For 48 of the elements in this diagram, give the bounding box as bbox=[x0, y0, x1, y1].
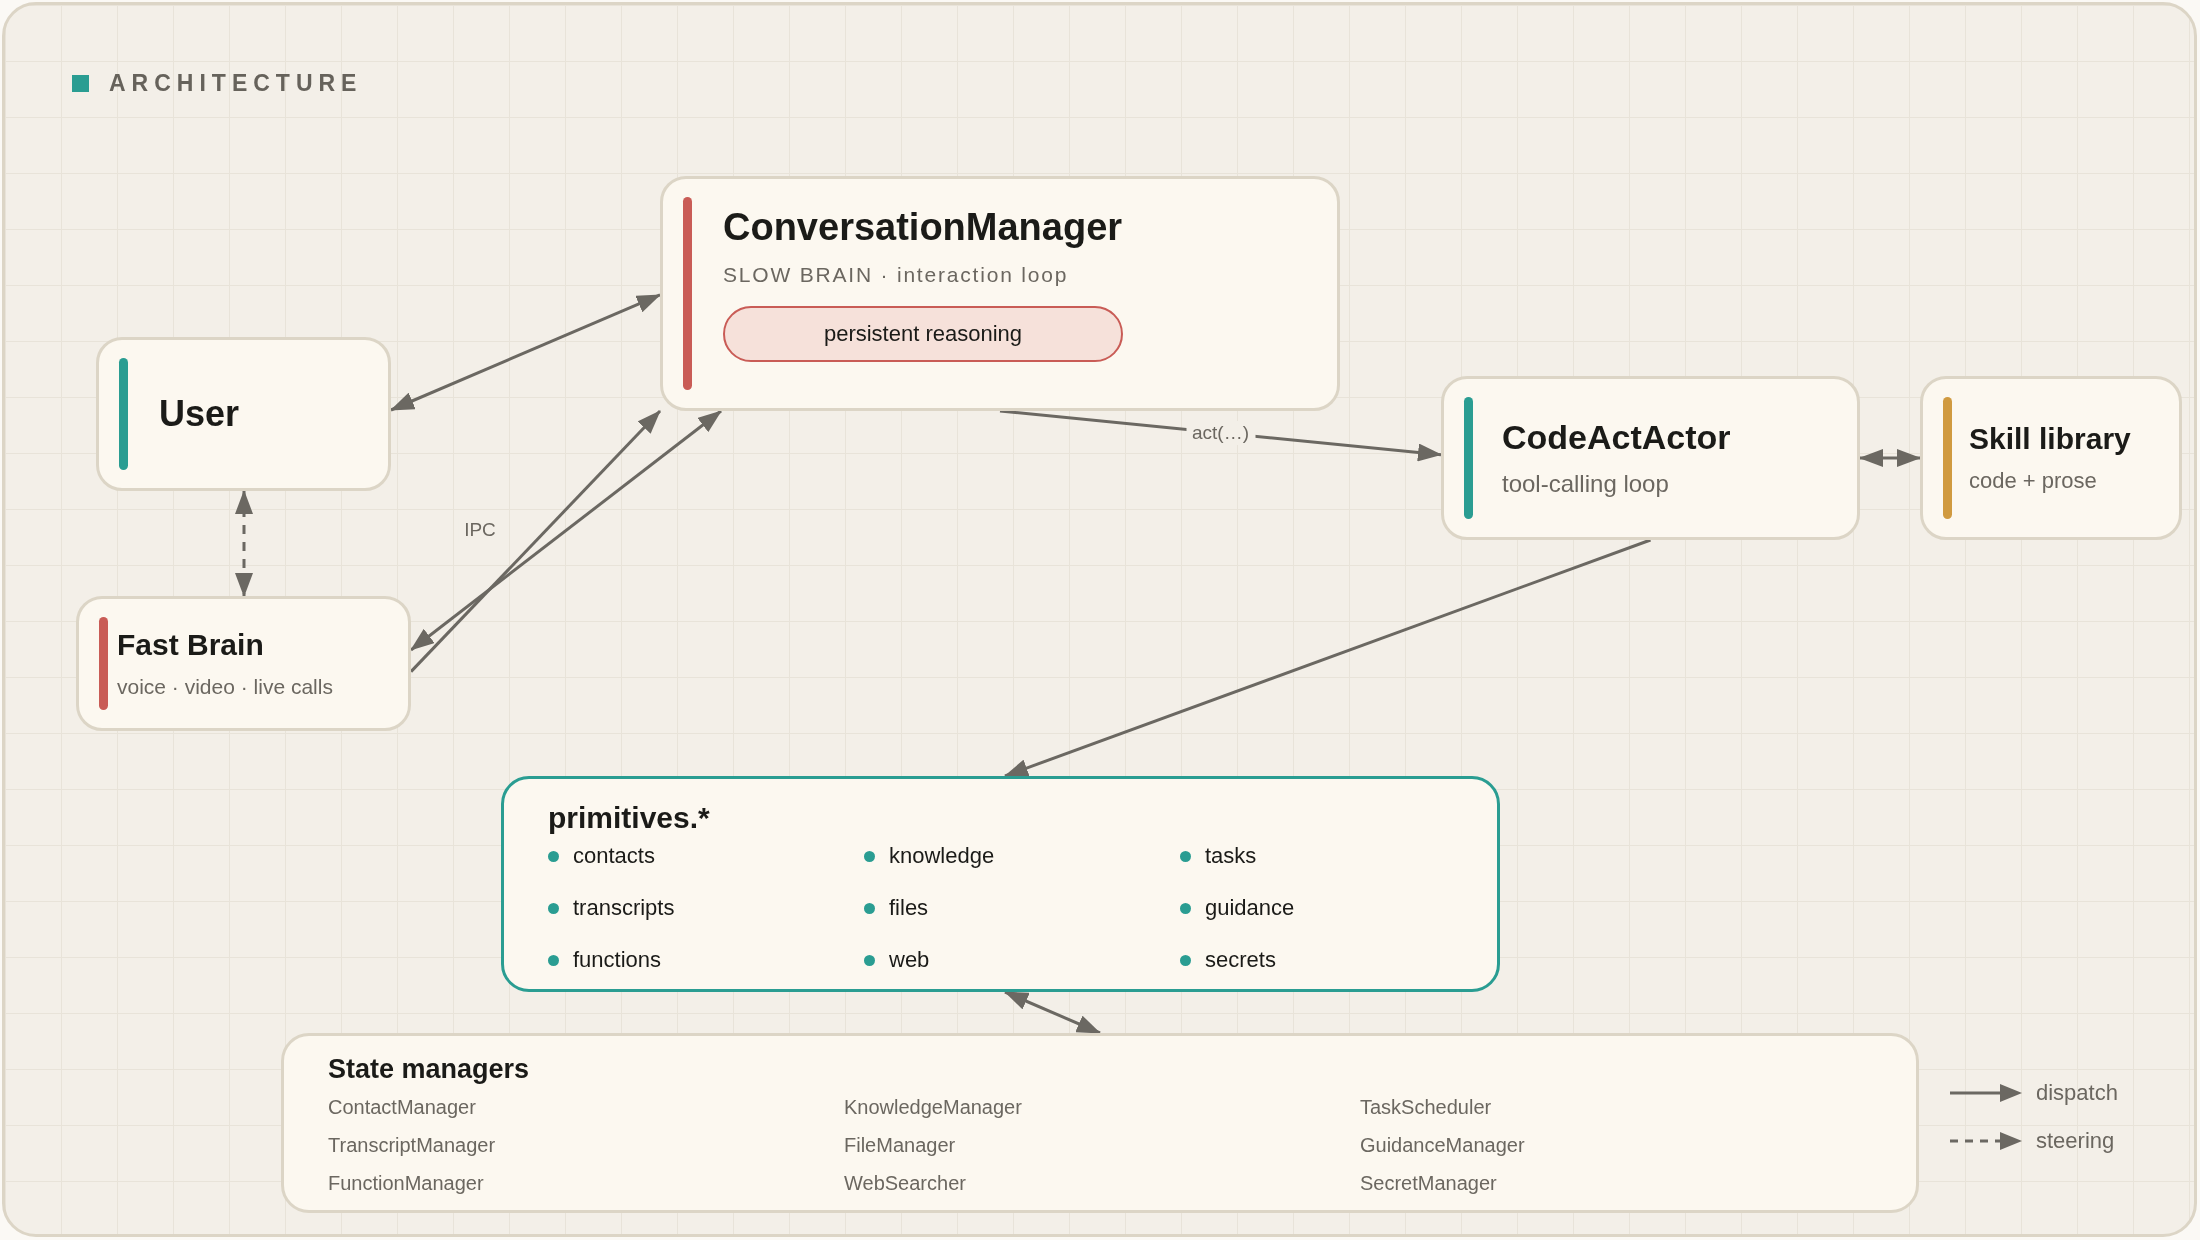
node-title: Fast Brain bbox=[117, 626, 264, 663]
diagram-title: ARCHITECTURE bbox=[109, 69, 363, 98]
node-card bbox=[1920, 376, 2182, 540]
double-headed-arrow bbox=[410, 409, 722, 652]
list-item: contacts bbox=[573, 843, 655, 869]
manager-name: TaskScheduler bbox=[1360, 1095, 1492, 1120]
arrow bbox=[1004, 538, 1651, 778]
node-card bbox=[96, 337, 391, 491]
list-item: web bbox=[889, 947, 930, 973]
list-item: knowledge bbox=[889, 843, 995, 869]
panel-heading: State managers bbox=[328, 1053, 530, 1086]
node-card bbox=[76, 596, 411, 731]
tag-pill: persistent reasoning bbox=[723, 305, 1123, 362]
list-item: secrets bbox=[1205, 947, 1276, 973]
list-item: files bbox=[889, 895, 929, 921]
node-title: User bbox=[159, 392, 240, 436]
manager-name: FunctionManager bbox=[328, 1171, 484, 1196]
double-headed-arrow bbox=[235, 490, 253, 597]
double-headed-arrow bbox=[1859, 449, 1921, 467]
list-item: tasks bbox=[1205, 843, 1257, 869]
manager-name: GuidanceManager bbox=[1360, 1133, 1525, 1158]
list-item: functions bbox=[573, 947, 662, 973]
manager-name: ContactManager bbox=[328, 1095, 476, 1120]
node-title: Skill library bbox=[1969, 420, 2131, 457]
double-headed-arrow bbox=[1004, 990, 1101, 1035]
node-subtitle: SLOW BRAIN · interaction loop bbox=[723, 261, 1069, 288]
group-panel bbox=[281, 1033, 1919, 1213]
node-card bbox=[1441, 376, 1860, 540]
node-subtitle: voice · video · live calls bbox=[117, 673, 333, 700]
edge-label: act(…) bbox=[1186, 420, 1255, 445]
node-title: ConversationManager bbox=[723, 205, 1123, 250]
node-subtitle: tool-calling loop bbox=[1502, 468, 1669, 499]
manager-name: SecretManager bbox=[1360, 1171, 1497, 1196]
list-item: guidance bbox=[1205, 895, 1295, 921]
manager-name: FileManager bbox=[844, 1133, 956, 1158]
manager-name: KnowledgeManager bbox=[844, 1095, 1022, 1120]
module-panel bbox=[501, 776, 1500, 992]
node-title: CodeActActor bbox=[1502, 417, 1731, 458]
manager-name: TranscriptManager bbox=[328, 1133, 496, 1158]
arrow bbox=[409, 409, 662, 673]
node-subtitle: code + prose bbox=[1969, 466, 2097, 495]
node-card bbox=[660, 176, 1340, 411]
double-headed-arrow bbox=[390, 293, 661, 412]
list-item: transcripts bbox=[573, 895, 675, 921]
panel-heading: primitives.* bbox=[548, 800, 710, 836]
legend-label: steering bbox=[2036, 1128, 2115, 1154]
legend-label: dispatch bbox=[2036, 1080, 2118, 1106]
manager-name: WebSearcher bbox=[844, 1171, 966, 1196]
